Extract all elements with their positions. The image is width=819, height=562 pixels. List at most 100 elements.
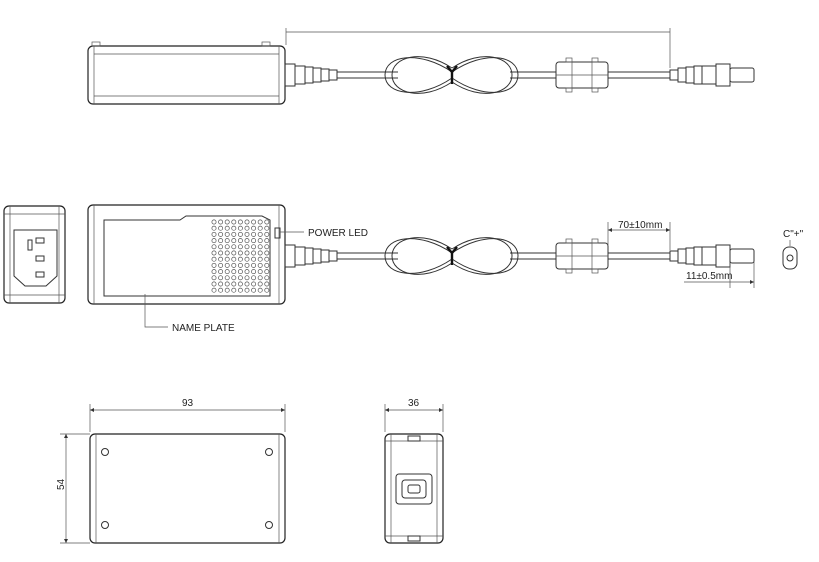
vent-hole bbox=[257, 231, 263, 237]
vent-hole bbox=[244, 281, 250, 287]
vent-hole bbox=[224, 238, 230, 244]
vent-hole bbox=[237, 225, 243, 231]
vent-hole bbox=[237, 238, 243, 244]
vent-hole bbox=[251, 287, 257, 293]
vent-hole bbox=[224, 262, 230, 268]
vent-hole bbox=[264, 225, 270, 231]
vent-hole bbox=[218, 219, 224, 225]
vent-hole bbox=[264, 269, 270, 275]
vent-hole bbox=[224, 275, 230, 281]
vent-hole bbox=[211, 231, 217, 237]
vent-hole bbox=[211, 269, 217, 275]
vent-hole bbox=[257, 238, 263, 244]
vent-hole bbox=[224, 244, 230, 250]
vent-hole bbox=[251, 250, 257, 256]
vent-hole bbox=[264, 275, 270, 281]
foot-screw bbox=[101, 521, 109, 529]
vent-hole bbox=[224, 231, 230, 237]
foot-screw bbox=[265, 448, 273, 456]
foot-screw bbox=[101, 448, 109, 456]
vent-hole bbox=[251, 225, 257, 231]
dim-54-label: 54 bbox=[56, 478, 67, 490]
dim-93-label: 93 bbox=[182, 398, 194, 409]
vent-hole bbox=[244, 262, 250, 268]
vent-hole bbox=[237, 231, 243, 237]
vent-hole bbox=[257, 256, 263, 262]
vent-hole bbox=[231, 269, 237, 275]
vent-hole bbox=[211, 219, 217, 225]
vent-hole bbox=[264, 238, 270, 244]
vent-hole bbox=[264, 219, 270, 225]
vent-hole bbox=[211, 238, 217, 244]
vent-hole bbox=[264, 281, 270, 287]
dim-11-label: 11±0.5mm bbox=[686, 271, 732, 282]
dim-36-label: 36 bbox=[408, 398, 420, 409]
vent-hole bbox=[237, 281, 243, 287]
vent-hole bbox=[257, 244, 263, 250]
vent-hole bbox=[251, 275, 257, 281]
vent-hole bbox=[211, 275, 217, 281]
ferrite-core-top bbox=[555, 57, 609, 93]
vent-hole bbox=[244, 225, 250, 231]
vent-hole bbox=[224, 225, 230, 231]
bottom-view: 93 54 bbox=[56, 398, 286, 544]
vent-hole bbox=[211, 244, 217, 250]
vent-hole bbox=[257, 269, 263, 275]
vent-hole bbox=[224, 250, 230, 256]
vent-hole bbox=[211, 287, 217, 293]
dc-plug-top bbox=[669, 63, 755, 87]
vent-hole bbox=[251, 219, 257, 225]
vent-hole bbox=[237, 262, 243, 268]
vent-hole bbox=[257, 250, 263, 256]
vent-hole bbox=[251, 238, 257, 244]
middle-cable: 70±10mm 11±0.5mm bbox=[284, 220, 755, 288]
name-plate-area bbox=[103, 215, 271, 297]
cable-exit bbox=[395, 473, 433, 505]
vent-hole bbox=[237, 256, 243, 262]
vent-hole bbox=[218, 225, 224, 231]
iec-inlet-socket bbox=[13, 229, 58, 287]
vent-hole bbox=[231, 244, 237, 250]
vent-hole bbox=[211, 262, 217, 268]
vent-hole bbox=[218, 238, 224, 244]
vent-hole bbox=[218, 275, 224, 281]
vent-hole bbox=[264, 244, 270, 250]
vent-hole bbox=[211, 281, 217, 287]
vent-hole bbox=[218, 256, 224, 262]
vent-hole bbox=[244, 231, 250, 237]
vent-hole bbox=[244, 238, 250, 244]
vent-hole bbox=[218, 231, 224, 237]
vent-hole bbox=[257, 287, 263, 293]
top-view-nameplate: POWER LED NAME PLATE bbox=[87, 204, 368, 334]
vent-hole bbox=[231, 262, 237, 268]
vent-hole bbox=[211, 225, 217, 231]
vent-hole bbox=[231, 256, 237, 262]
power-led-label: POWER LED bbox=[308, 228, 368, 239]
vent-hole bbox=[257, 262, 263, 268]
vent-hole bbox=[224, 256, 230, 262]
vent-hole bbox=[244, 275, 250, 281]
power-led-indicator bbox=[274, 227, 281, 239]
vent-hole bbox=[237, 287, 243, 293]
vent-hole bbox=[251, 231, 257, 237]
cable-coil-top bbox=[384, 56, 519, 94]
vent-hole bbox=[231, 225, 237, 231]
vent-hole bbox=[257, 275, 263, 281]
vent-hole bbox=[224, 269, 230, 275]
foot-screw bbox=[265, 521, 273, 529]
vent-hole bbox=[231, 281, 237, 287]
top-side-view bbox=[87, 28, 755, 105]
vent-hole bbox=[231, 238, 237, 244]
vent-hole bbox=[224, 287, 230, 293]
vent-hole bbox=[231, 219, 237, 225]
cable-tie-icon bbox=[446, 65, 458, 84]
vent-hole bbox=[264, 250, 270, 256]
strain-relief-top bbox=[284, 63, 338, 87]
vent-hole bbox=[257, 219, 263, 225]
vent-hole bbox=[218, 269, 224, 275]
cable-tie-icon bbox=[446, 246, 458, 265]
vent-hole bbox=[237, 275, 243, 281]
vent-hole bbox=[218, 250, 224, 256]
vent-hole bbox=[251, 262, 257, 268]
vent-hole bbox=[264, 262, 270, 268]
